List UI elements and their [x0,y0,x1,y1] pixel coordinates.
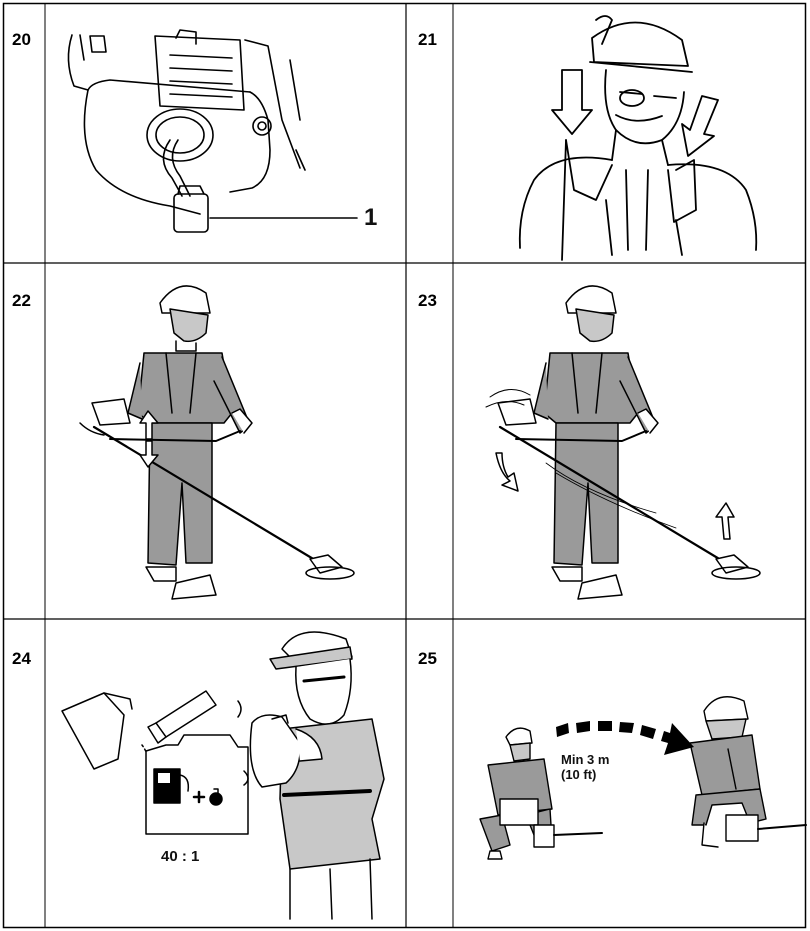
trimmer-swing-illustration [485,285,761,600]
safe-distance-illustration [479,696,807,860]
panel-number: 20 [12,30,31,49]
panel-number: 21 [418,30,437,49]
panel-number: 25 [418,649,437,668]
fuel-tank-illustration [67,29,358,233]
mix-ratio-label: 40 : 1 [161,848,200,865]
distance-arrow [556,721,694,755]
panel-24: 24 [0,619,406,931]
panel-23: 23 [406,263,810,619]
panel-21: 21 [406,0,810,263]
panel-number: 24 [12,649,31,668]
trimmer-balance-illustration [79,285,355,600]
harness-fitting-illustration [518,15,758,261]
panel-number: 22 [12,291,31,310]
distance-label-metric: Min 3 m [561,752,610,767]
panel-number: 23 [418,291,437,310]
panel-22: 22 [0,263,406,619]
panel-25: 25 [406,619,810,931]
panel-20: 20 [0,0,406,263]
distance-label-imperial: (10 ft) [561,767,597,782]
fuel-mixing-illustration [61,631,385,920]
callout-label: 1 [364,204,378,231]
